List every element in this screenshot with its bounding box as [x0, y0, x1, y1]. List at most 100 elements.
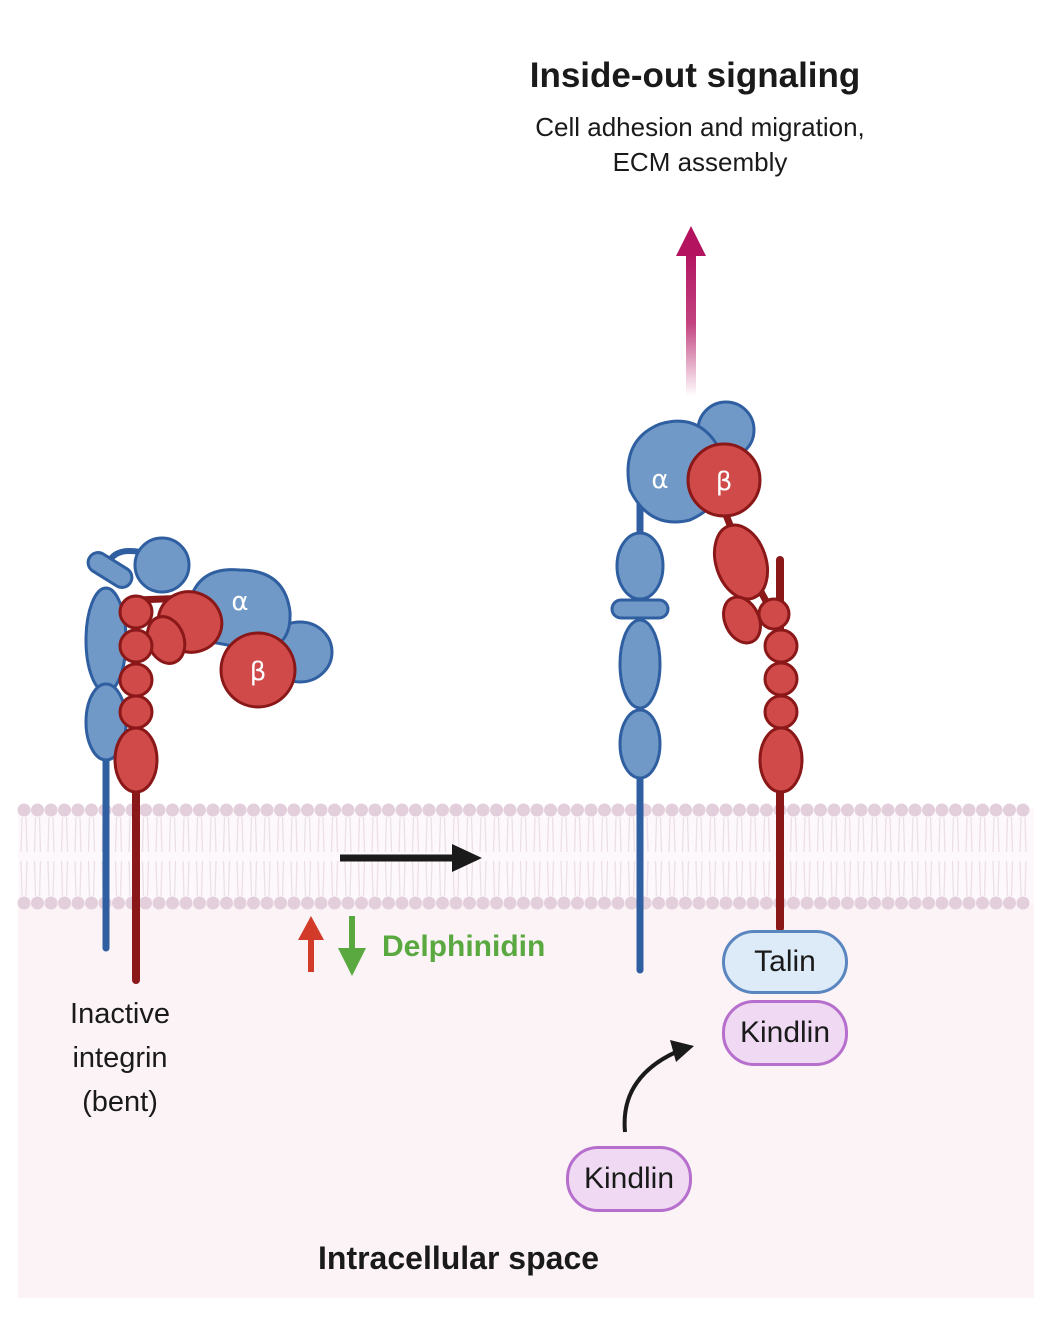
- lipid-tail: [600, 816, 609, 897]
- lipid-head: [908, 896, 922, 910]
- lipid-head: [895, 803, 908, 817]
- kindlin-recruitment-arrow: [622, 1040, 694, 1133]
- lipid-tail: [965, 816, 973, 897]
- lipid-head: [1003, 803, 1016, 817]
- lipid-tail: [749, 816, 757, 897]
- lipid-tail: [195, 816, 204, 897]
- lipid-head: [854, 896, 868, 910]
- lipid-tail: [803, 816, 811, 897]
- lipid-head: [584, 896, 598, 910]
- lipid-head: [436, 803, 449, 817]
- lipid-head: [71, 803, 85, 817]
- lipid-tail: [168, 816, 177, 897]
- lipid-head: [949, 896, 962, 910]
- intracellular-region: [18, 900, 1034, 1298]
- lipid-head: [976, 803, 989, 817]
- lipid-head: [31, 896, 44, 910]
- lipid-head: [719, 803, 733, 817]
- lipid-tail: [303, 816, 312, 897]
- lipid-head: [530, 803, 544, 817]
- lipid-head: [625, 896, 638, 910]
- lipid-head: [841, 803, 854, 817]
- lipid-head: [827, 896, 841, 910]
- lipid-head: [17, 803, 31, 817]
- lipid-head: [692, 803, 706, 817]
- lipid-head: [746, 803, 760, 817]
- lipid-tail: [60, 816, 69, 897]
- intracellular-space-label: Intracellular space: [318, 1240, 600, 1276]
- lipid-head: [841, 896, 854, 910]
- lipid-head: [989, 803, 1003, 817]
- lipid-head: [706, 803, 719, 817]
- lipid-tail: [209, 816, 217, 897]
- lipid-head: [922, 896, 935, 910]
- lipid-head: [409, 896, 422, 910]
- lipid-tail: [938, 816, 946, 897]
- lipid-head: [206, 803, 220, 817]
- lipid-head: [341, 803, 355, 817]
- beta-label-inactive: β: [250, 657, 267, 687]
- diagram-title: Inside-out signaling: [529, 56, 861, 95]
- lipid-head: [962, 803, 976, 817]
- inactive-integrin: α β: [84, 536, 334, 984]
- lipid-head: [44, 803, 58, 817]
- lipid-tail: [843, 816, 852, 897]
- lipid-tail: [398, 816, 406, 897]
- lipid-head: [598, 803, 611, 817]
- lipid-tail: [344, 816, 352, 897]
- lipid-tail: [155, 816, 163, 897]
- lipid-tail: [236, 816, 244, 897]
- lipid-head: [368, 803, 382, 817]
- lipid-head: [571, 803, 584, 817]
- lipid-tail: [830, 816, 838, 897]
- lipid-head: [301, 803, 314, 817]
- lipid-tail: [978, 816, 987, 897]
- lipid-head: [287, 803, 301, 817]
- lipid-tail: [87, 816, 96, 897]
- lipid-tail: [668, 816, 676, 897]
- lipid-head: [112, 803, 125, 817]
- lipid-head: [193, 803, 206, 817]
- lipid-head: [247, 803, 260, 817]
- inactive-label-line-3: (bent): [82, 1086, 158, 1118]
- lipid-head: [193, 896, 206, 910]
- lipid-tail: [141, 816, 150, 897]
- lipid-head: [571, 896, 584, 910]
- lipid-head: [368, 896, 382, 910]
- lipid-head: [58, 803, 71, 817]
- lipid-head: [382, 896, 395, 910]
- lipid-head: [355, 896, 368, 910]
- lipid-head: [827, 803, 841, 817]
- lipid-head: [220, 803, 233, 817]
- lipid-head: [328, 896, 341, 910]
- activation-arrow: [340, 844, 482, 872]
- lipid-tail: [452, 816, 460, 897]
- lipid-tail: [47, 816, 55, 897]
- lipid-head: [1016, 803, 1030, 817]
- lipid-head: [1016, 896, 1030, 910]
- lipid-tail: [1005, 816, 1014, 897]
- lipid-head: [976, 896, 989, 910]
- lipid-head: [557, 803, 571, 817]
- lipid-head: [355, 803, 368, 817]
- lipid-head: [166, 803, 179, 817]
- lipid-head: [476, 803, 490, 817]
- lipid-head: [854, 803, 868, 817]
- lipid-head: [71, 896, 85, 910]
- down-arrow-icon: [338, 916, 366, 976]
- lipid-head: [935, 803, 949, 817]
- lipid-head: [962, 896, 976, 910]
- lipid-tail: [479, 816, 487, 897]
- lipid-head: [17, 896, 31, 910]
- lipid-tail: [951, 816, 960, 897]
- lipid-head: [139, 803, 152, 817]
- lipid-head: [179, 896, 193, 910]
- lipid-head: [719, 896, 733, 910]
- lipid-head: [436, 896, 449, 910]
- lipid-head: [733, 803, 746, 817]
- lipid-head: [611, 896, 625, 910]
- lipid-head: [301, 896, 314, 910]
- subtitle-line-2: ECM assembly: [612, 147, 788, 177]
- lipid-head: [287, 896, 301, 910]
